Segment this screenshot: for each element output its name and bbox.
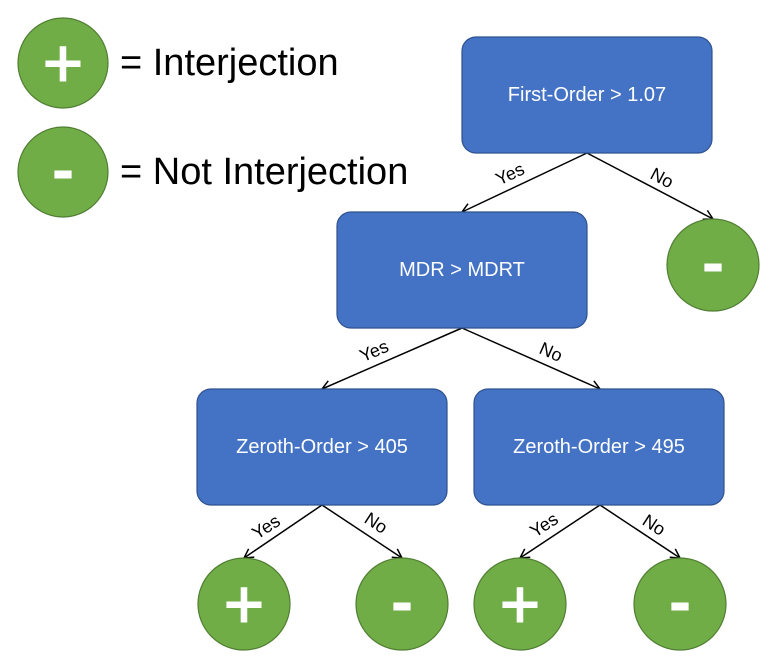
plus-icon [17, 17, 109, 109]
decision-box [336, 211, 588, 329]
leaf-symbol: - [390, 572, 413, 637]
leaf-symbol: + [221, 572, 268, 637]
decision-box [473, 388, 725, 506]
legend-symbol-minus: - [51, 140, 74, 205]
minus-icon [17, 126, 109, 218]
edge-z495-no [599, 504, 682, 559]
edge-z405-yes [242, 504, 323, 559]
edge-label-root-no: No [647, 164, 677, 192]
leaf-z405-yes: + [197, 557, 291, 651]
leaf-symbol: - [668, 572, 691, 637]
decision-label-mdr: MDR > MDRT [399, 259, 525, 281]
decision-label-root: First-Order > 1.07 [508, 84, 666, 106]
legend-label-interjection: = Interjection [120, 42, 339, 84]
minus-icon [355, 557, 449, 651]
decision-label-z405: Zeroth-Order > 405 [236, 436, 408, 458]
leaf-root-no: - [666, 218, 760, 312]
edge-mdr-yes [320, 327, 463, 391]
leaf-z495-yes: + [473, 557, 567, 651]
legend-symbol-plus: + [40, 31, 87, 96]
legend-item-not-interjection: - = Not Interjection [17, 126, 408, 218]
decision-box [196, 388, 448, 506]
edge-label-z495-yes: Yes [526, 509, 562, 542]
legend: + = Interjection - = Not Interjection [17, 17, 408, 218]
legend-item-interjection: + = Interjection [17, 17, 339, 109]
leaf-z405-no: - [355, 557, 449, 651]
leaf-symbol: + [497, 572, 544, 637]
edge-label-mdr-no: No [536, 338, 565, 366]
edge-z405-no [321, 504, 404, 559]
edge-label-root-yes: Yes [492, 159, 527, 190]
edge-label-z495-no: No [639, 510, 669, 539]
edge-label-z405-yes: Yes [248, 511, 284, 544]
edge-mdr-no [461, 327, 602, 391]
minus-icon [633, 557, 727, 651]
plus-icon [473, 557, 567, 651]
plus-icon [197, 557, 291, 651]
decision-node-root: First-Order > 1.07 [461, 36, 713, 154]
decision-node-z405: Zeroth-Order > 405 [196, 388, 448, 506]
decision-label-z495: Zeroth-Order > 495 [513, 436, 685, 458]
edges [242, 152, 715, 559]
decision-node-mdr: MDR > MDRT [336, 211, 588, 329]
legend-label-not-interjection: = Not Interjection [120, 151, 408, 193]
minus-icon [666, 218, 760, 312]
decision-box [461, 36, 713, 154]
edge-root-no [586, 152, 715, 221]
leaf-symbol: - [701, 233, 724, 298]
edge-root-yes [460, 152, 588, 214]
leaf-z495-no: - [633, 557, 727, 651]
edge-z495-yes [518, 504, 601, 559]
decision-node-z495: Zeroth-Order > 495 [473, 388, 725, 506]
